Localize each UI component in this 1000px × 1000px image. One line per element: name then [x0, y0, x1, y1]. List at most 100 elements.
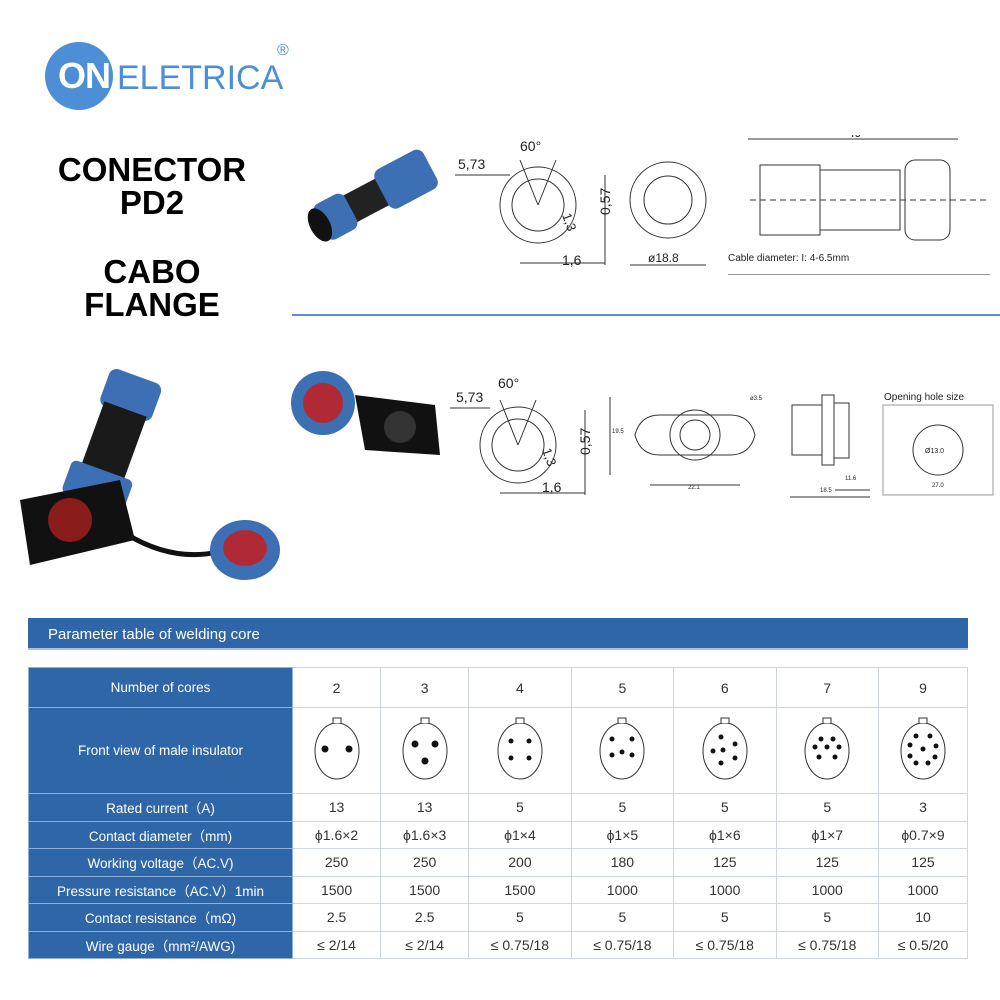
cell-value: 125	[673, 848, 777, 877]
cell-value: 1000	[570, 875, 675, 904]
cell-value: 5	[570, 667, 675, 708]
dim-label: 5,73	[456, 389, 483, 405]
cell-value: 125	[775, 848, 879, 877]
cell-value: 5	[673, 903, 777, 932]
table-row: Front view of male insulator	[28, 707, 969, 794]
cable-connector-drawings: 60° 5,73 0,57 1,3 1,6 ø18.8 49 Cable dia…	[455, 135, 990, 275]
dim-label: 1,6	[542, 479, 562, 495]
dim-label: 27.0	[932, 483, 944, 489]
title-line: CONECTOR	[57, 151, 247, 188]
logo-word: ELETRICA	[117, 59, 284, 97]
cell-value: 5	[468, 903, 572, 932]
product-subtitle: CABO FLANGE	[32, 255, 272, 321]
cell-value: 5	[775, 903, 879, 932]
cell-value: ≤ 0.75/18	[468, 930, 572, 959]
insulator-diagram-icon	[291, 707, 382, 794]
cell-value: ϕ0.7×9	[877, 820, 969, 849]
cell-value: ≤ 0.75/18	[673, 930, 777, 959]
angle-label: 60°	[498, 375, 519, 391]
cell-value: 13	[380, 793, 470, 822]
row-label: Rated current（A)	[28, 793, 293, 822]
insulator-diagram-icon	[468, 707, 572, 794]
dim-label: 0,57	[597, 188, 613, 215]
dim-label: 1,3	[539, 446, 559, 468]
row-label: Contact resistance（mΩ)	[28, 903, 293, 932]
divider	[292, 314, 1000, 316]
dim-label: 22.1	[688, 485, 700, 491]
flange-connector-photo	[20, 369, 280, 580]
dim-label: 11.6	[845, 476, 857, 482]
cell-value: 1500	[380, 875, 470, 904]
registered-mark: ®	[277, 42, 289, 59]
cell-value: 2.5	[291, 903, 382, 932]
insulator-diagram-icon	[380, 707, 470, 794]
cell-value: 2.5	[380, 903, 470, 932]
title-line: PD2	[119, 184, 185, 221]
dim-label: ø3.5	[750, 396, 763, 402]
cell-value: ≤ 2/14	[291, 930, 382, 959]
cell-value: ≤ 0.5/20	[877, 930, 969, 959]
angle-label: 60°	[520, 138, 541, 154]
cell-value: ϕ1×5	[570, 820, 675, 849]
opening-hole-label: Opening hole size	[884, 392, 964, 403]
cell-value: 13	[291, 793, 382, 822]
logo-circle: ON	[45, 42, 113, 110]
row-label: Number of cores	[28, 667, 293, 708]
insulator-diagram-icon	[877, 707, 969, 794]
cell-value: 250	[380, 848, 470, 877]
cell-value: ϕ1.6×2	[291, 820, 382, 849]
cell-value: ≤ 0.75/18	[570, 930, 675, 959]
row-label: Contact diameter（mm)	[28, 820, 293, 849]
cell-value: ϕ1×4	[468, 820, 572, 849]
row-label: Wire gauge（mm²/AWG)	[28, 930, 293, 959]
cell-value: 5	[775, 793, 879, 822]
cell-value: ϕ1.6×3	[380, 820, 470, 849]
dim-label: 1,3	[559, 211, 579, 233]
cell-value: ϕ1×6	[673, 820, 777, 849]
brand-logo: ON ELETRICA ®	[45, 42, 305, 112]
cell-value: 5	[673, 793, 777, 822]
product-title: CONECTOR PD2	[32, 153, 272, 219]
cell-value: 1000	[877, 875, 969, 904]
cell-value: 3	[380, 667, 470, 708]
cell-value: 1500	[291, 875, 382, 904]
dim-label: Ø13.0	[925, 448, 944, 455]
cell-value: 1500	[468, 875, 572, 904]
cell-value: ϕ1×7	[775, 820, 879, 849]
cable-diameter-note: Cable diameter: I: 4-6.5mm	[728, 253, 849, 264]
dim-label: 0,57	[577, 428, 593, 455]
row-label: Pressure resistance（AC.V）1min	[28, 875, 293, 904]
cell-value: 200	[468, 848, 572, 877]
cell-value: ≤ 2/14	[380, 930, 470, 959]
cell-value: 3	[877, 793, 969, 822]
flange-connector-drawings: 60° 5,73 0,57 1,3 1,6 ø3.5 19.5 22.1 11.…	[450, 375, 994, 498]
socket-photo	[291, 371, 440, 455]
cell-value: ≤ 0.75/18	[775, 930, 879, 959]
cell-value: 10	[877, 903, 969, 932]
cable-connector-photo	[307, 149, 438, 242]
cell-value: 9	[877, 667, 969, 708]
row-label: Front view of male insulator	[28, 707, 293, 794]
cell-value: 5	[570, 793, 675, 822]
title-line: CABO	[103, 253, 201, 290]
cell-value: 1000	[775, 875, 879, 904]
cell-value: 6	[673, 667, 777, 708]
dim-label: 5,73	[458, 156, 485, 172]
table-row: Wire gauge（mm²/AWG)≤ 2/14≤ 2/14≤ 0.75/18…	[28, 930, 969, 959]
dim-label: 19.5	[612, 429, 624, 435]
dim-label: ø18.8	[648, 251, 679, 265]
insulator-diagram-icon	[570, 707, 675, 794]
insulator-diagram-icon	[673, 707, 777, 794]
row-label: Working voltage（AC.V)	[28, 848, 293, 877]
cell-value: 5	[468, 793, 572, 822]
insulator-diagram-icon	[775, 707, 879, 794]
cell-value: 2	[291, 667, 382, 708]
cell-value: 7	[775, 667, 879, 708]
